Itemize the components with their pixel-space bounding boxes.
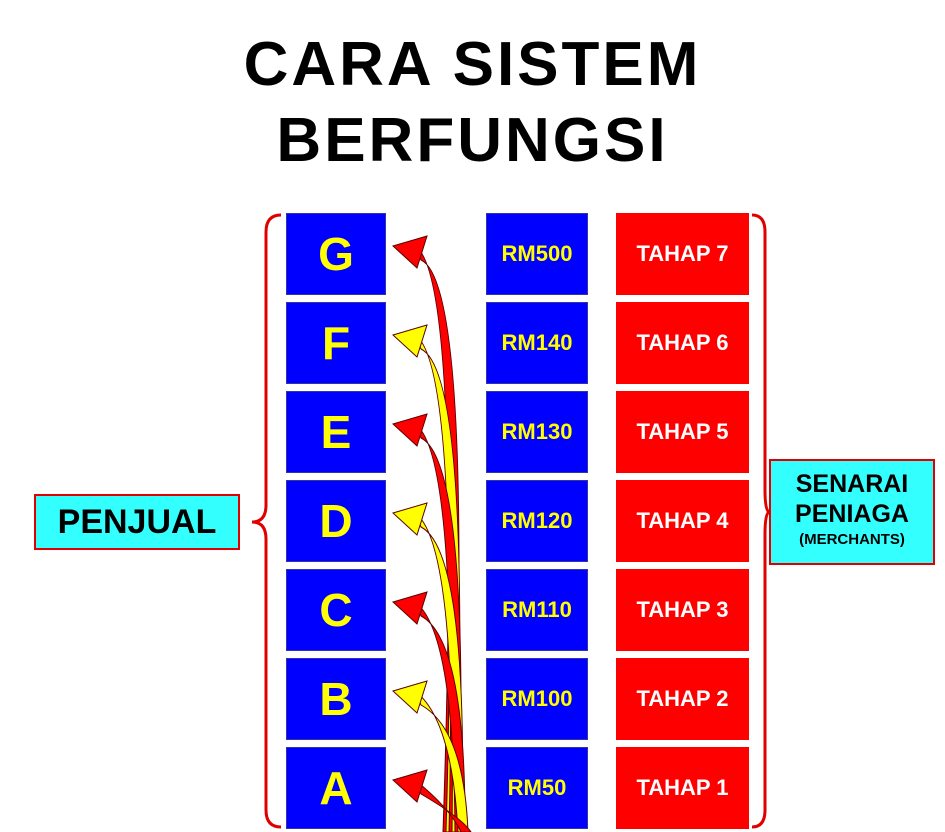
seller-box-e: E <box>286 391 386 473</box>
level-box-4: TAHAP 4 <box>616 480 749 562</box>
arrow-head-a <box>392 769 428 803</box>
amount-box-rm140: RM140 <box>486 302 588 384</box>
amount-box-rm50: RM50 <box>486 747 588 829</box>
title-line-1: CARA SISTEM <box>243 30 702 99</box>
level-box-3: TAHAP 3 <box>616 569 749 651</box>
amount-box-rm110: RM110 <box>486 569 588 651</box>
amount-box-rm120: RM120 <box>486 480 588 562</box>
sellers-label: PENJUAL <box>34 494 240 550</box>
arrow-head-d <box>392 502 428 536</box>
arrow-head-g <box>392 235 428 269</box>
merchants-label-line-3: (MERCHANTS) <box>799 531 905 548</box>
seller-box-c: C <box>286 569 386 651</box>
right-brace <box>751 213 773 829</box>
seller-box-a: A <box>286 747 386 829</box>
amount-box-rm130: RM130 <box>486 391 588 473</box>
level-box-5: TAHAP 5 <box>616 391 749 473</box>
amount-box-rm100: RM100 <box>486 658 588 740</box>
arrow-head-e <box>392 413 428 447</box>
arrow-head-b <box>392 680 428 714</box>
level-box-1: TAHAP 1 <box>616 747 749 829</box>
seller-box-d: D <box>286 480 386 562</box>
left-brace <box>251 213 282 829</box>
merchants-label-line-1: SENARAI <box>795 470 909 498</box>
arrow-head-f <box>392 324 428 358</box>
seller-box-g: G <box>286 213 386 295</box>
seller-box-b: B <box>286 658 386 740</box>
arrow-body-b <box>413 689 469 832</box>
seller-box-f: F <box>286 302 386 384</box>
level-box-7: TAHAP 7 <box>616 213 749 295</box>
merchants-label: SENARAI PENIAGA (MERCHANTS) <box>769 459 935 565</box>
title-line-2: BERFUNGSI <box>276 106 669 175</box>
merchants-label-line-2: PENIAGA <box>795 500 909 528</box>
arrow-head-c <box>392 591 428 625</box>
level-box-6: TAHAP 6 <box>616 302 749 384</box>
level-box-2: TAHAP 2 <box>616 658 749 740</box>
amount-box-rm500: RM500 <box>486 213 588 295</box>
